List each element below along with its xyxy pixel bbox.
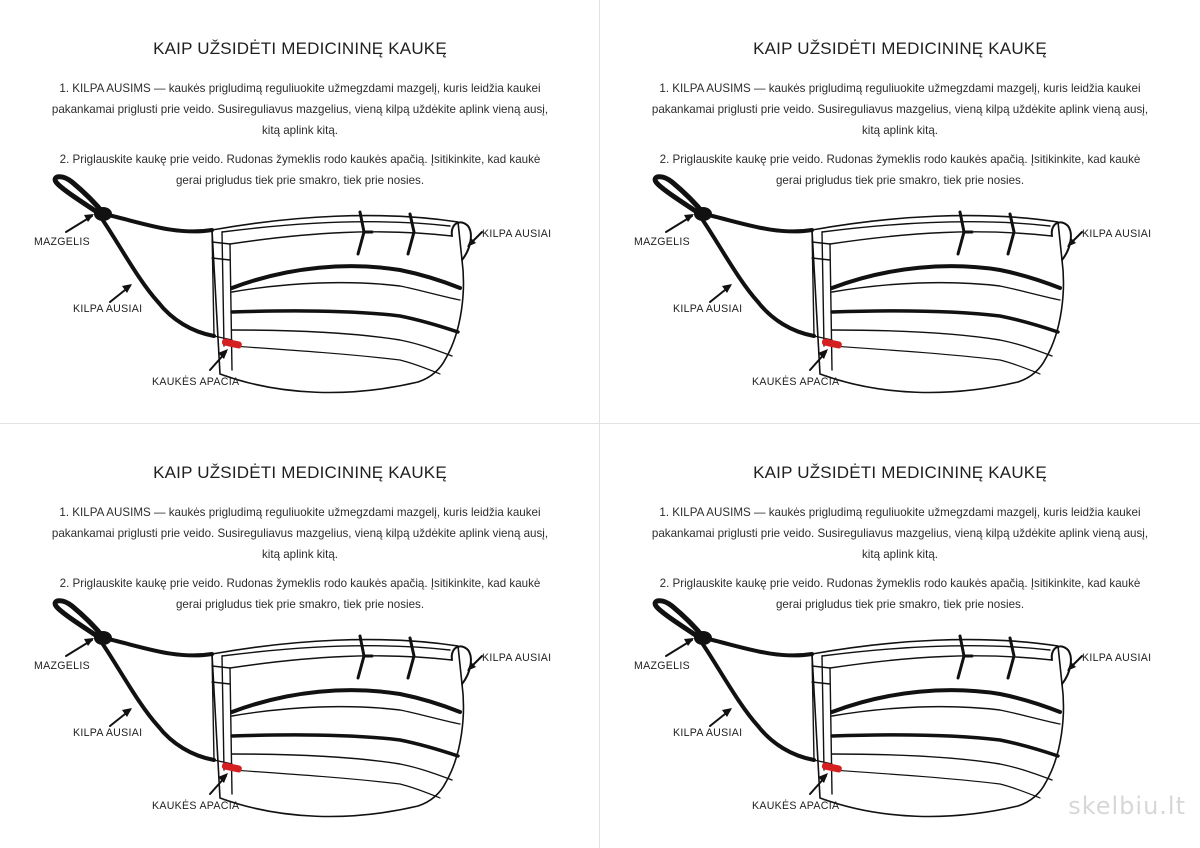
- mask-pleat: [230, 733, 460, 758]
- mask-binding-left: [211, 229, 233, 347]
- mask-binding-top: [221, 221, 453, 245]
- ear-loop-right: [450, 645, 472, 685]
- mask-pleat: [231, 329, 453, 357]
- label-ear-loop-right: KILPA AUSIAI: [1082, 652, 1152, 664]
- step-2-text: 2. Priglauskite kaukę prie veido. Rudona…: [59, 576, 541, 611]
- label-knot: MAZGELIS: [634, 660, 690, 672]
- ear-loop-cord-lower: [98, 214, 216, 338]
- ear-loop-cord: [102, 212, 214, 234]
- mask-illustration: [600, 170, 1200, 424]
- mask-outline: [211, 214, 465, 394]
- bottom-marker: [221, 338, 242, 349]
- mask-pleat: [231, 769, 441, 799]
- ear-loop-cord-lower: [698, 638, 816, 762]
- instruction-panel-1: KAIP UŽSIDĖTI MEDICININĘ KAUKĘ 1. KILPA …: [0, 0, 600, 424]
- ear-loop-cord: [102, 636, 214, 658]
- label-ear-loop-right: KILPA AUSIAI: [482, 652, 552, 664]
- ear-loop-left: [652, 174, 707, 217]
- step-1-text: 1. KILPA AUSIMS — kaukės prigludimą regu…: [651, 505, 1149, 561]
- mask-pleat: [230, 688, 462, 714]
- bottom-marker: [221, 762, 242, 773]
- panel-title: KAIP UŽSIDĖTI MEDICININĘ KAUKĘ: [153, 39, 447, 59]
- ear-loop-cord: [702, 636, 814, 658]
- ear-loop-left: [52, 598, 107, 641]
- panel-title: KAIP UŽSIDĖTI MEDICININĘ KAUKĘ: [153, 463, 447, 483]
- label-ear-loop-left: KILPA AUSIAI: [73, 727, 143, 739]
- step-1-text: 1. KILPA AUSIMS — kaukės prigludimą regu…: [51, 505, 549, 561]
- label-ear-loop-left: KILPA AUSIAI: [673, 303, 743, 315]
- mask-pleat: [231, 705, 461, 725]
- mask-pleat: [230, 264, 462, 290]
- mask-pleat: [231, 281, 461, 301]
- mask-illustration: [0, 594, 600, 848]
- mask-pleat: [830, 309, 1060, 334]
- panel-title: KAIP UŽSIDĖTI MEDICININĘ KAUKĘ: [753, 39, 1047, 59]
- knot: [694, 207, 712, 221]
- mask-pleat: [831, 705, 1061, 725]
- label-mask-bottom: KAUKĖS APAČIA: [152, 800, 240, 812]
- mask-pleat: [831, 329, 1053, 357]
- bottom-marker: [821, 762, 842, 773]
- mask-pleat: [231, 345, 441, 375]
- label-knot: MAZGELIS: [34, 236, 90, 248]
- mask-binding-left: [211, 653, 233, 771]
- mask-binding-top: [821, 645, 1053, 669]
- knot: [94, 631, 112, 645]
- mask-illustration: [600, 594, 1200, 848]
- step-2-text: 2. Priglauskite kaukę prie veido. Rudona…: [659, 152, 1141, 187]
- label-knot: MAZGELIS: [634, 236, 690, 248]
- ear-loop-cord: [702, 212, 814, 234]
- mask-pleat: [830, 264, 1062, 290]
- ear-loop-cord-lower: [98, 638, 216, 762]
- watermark: skelbiu.lt: [1068, 792, 1186, 820]
- knot: [694, 631, 712, 645]
- step-2-text: 2. Priglauskite kaukę prie veido. Rudona…: [659, 576, 1141, 611]
- step-2-text: 2. Priglauskite kaukę prie veido. Rudona…: [59, 152, 541, 187]
- mask-pleat: [831, 345, 1041, 375]
- instruction-panel-4: KAIP UŽSIDĖTI MEDICININĘ KAUKĘ 1. KILPA …: [600, 424, 1200, 848]
- mask-outline: [811, 214, 1065, 394]
- ear-loop-right: [450, 221, 472, 261]
- step-1-text: 1. KILPA AUSIMS — kaukės prigludimą regu…: [651, 81, 1149, 137]
- label-ear-loop-right: KILPA AUSIAI: [1082, 228, 1152, 240]
- mask-binding-top: [221, 645, 453, 669]
- ear-loop-right: [1050, 221, 1072, 261]
- label-knot: MAZGELIS: [34, 660, 90, 672]
- label-mask-bottom: KAUKĖS APAČIA: [152, 376, 240, 388]
- label-ear-loop-left: KILPA AUSIAI: [73, 303, 143, 315]
- knot: [94, 207, 112, 221]
- mask-pleat: [231, 753, 453, 781]
- bottom-marker: [821, 338, 842, 349]
- mask-outline: [811, 638, 1065, 818]
- mask-pleat: [830, 688, 1062, 714]
- instruction-panel-2: KAIP UŽSIDĖTI MEDICININĘ KAUKĘ 1. KILPA …: [600, 0, 1200, 424]
- ear-loop-right: [1050, 645, 1072, 685]
- ear-loop-cord-lower: [698, 214, 816, 338]
- mask-binding-left: [811, 653, 833, 771]
- step-1-text: 1. KILPA AUSIMS — kaukės prigludimą regu…: [51, 81, 549, 137]
- mask-outline: [211, 638, 465, 818]
- mask-binding-left: [811, 229, 833, 347]
- instruction-panel-3: KAIP UŽSIDĖTI MEDICININĘ KAUKĘ 1. KILPA …: [0, 424, 600, 848]
- mask-pleat: [831, 753, 1053, 781]
- mask-pleat: [831, 281, 1061, 301]
- vertical-divider: [599, 0, 600, 848]
- panel-title: KAIP UŽSIDĖTI MEDICININĘ KAUKĘ: [753, 463, 1047, 483]
- ear-loop-left: [52, 174, 107, 217]
- label-ear-loop-left: KILPA AUSIAI: [673, 727, 743, 739]
- label-mask-bottom: KAUKĖS APAČIA: [752, 800, 840, 812]
- mask-binding-top: [821, 221, 1053, 245]
- horizontal-divider: [0, 423, 1200, 424]
- mask-illustration: [0, 170, 600, 424]
- mask-pleat: [831, 769, 1041, 799]
- ear-loop-left: [652, 598, 707, 641]
- label-mask-bottom: KAUKĖS APAČIA: [752, 376, 840, 388]
- label-ear-loop-right: KILPA AUSIAI: [482, 228, 552, 240]
- mask-pleat: [830, 733, 1060, 758]
- mask-pleat: [230, 309, 460, 334]
